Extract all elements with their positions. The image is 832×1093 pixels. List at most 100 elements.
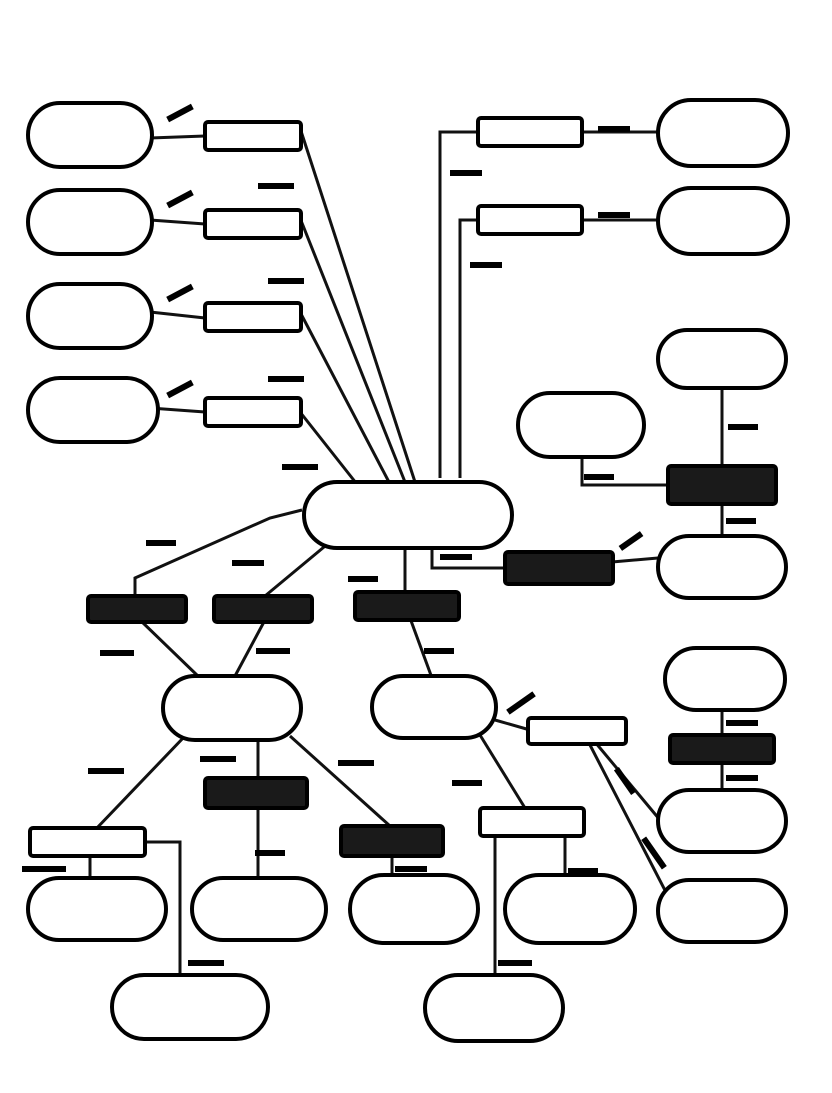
box-node[interactable] (668, 733, 776, 765)
box-node[interactable] (353, 590, 461, 622)
edge (288, 734, 392, 828)
edge-label-mark (258, 183, 294, 189)
box-node[interactable] (203, 301, 303, 333)
box-node[interactable] (476, 116, 584, 148)
edge-label-mark (641, 836, 667, 870)
edge (494, 718, 531, 732)
oval-node[interactable] (26, 282, 154, 350)
edge (611, 556, 659, 564)
edge-label-mark (338, 760, 374, 766)
edge (478, 734, 527, 809)
edge-label-mark (88, 768, 124, 774)
oval-node[interactable] (516, 391, 646, 459)
box-nodes (28, 116, 778, 858)
edge-label-mark (424, 648, 454, 654)
box-node[interactable] (203, 776, 309, 810)
box-node[interactable] (212, 594, 314, 624)
edge (298, 127, 417, 483)
edge (93, 734, 187, 832)
edge-label-mark (200, 756, 236, 762)
edge-label-mark (498, 960, 532, 966)
edge (408, 617, 434, 679)
box-node[interactable] (503, 550, 615, 586)
edge-label-mark (568, 868, 598, 874)
oval-node[interactable] (656, 534, 788, 600)
box-node[interactable] (666, 464, 778, 506)
edge-label-mark (166, 189, 194, 209)
edge-label-mark (506, 691, 536, 715)
edge (264, 540, 331, 598)
edge-label-mark (726, 775, 758, 781)
edge-label-mark (450, 170, 482, 176)
box-node[interactable] (526, 716, 628, 746)
edge-label-mark (268, 278, 304, 284)
oval-node[interactable] (656, 878, 788, 944)
edge (145, 840, 182, 975)
edge-label-mark (282, 464, 318, 470)
box-node[interactable] (203, 208, 303, 240)
oval-node[interactable] (656, 328, 788, 390)
edge-label-mark (166, 379, 194, 399)
box-node[interactable] (28, 826, 147, 858)
edge-label-mark (598, 126, 630, 132)
oval-node[interactable] (656, 788, 788, 854)
edge-label-mark (166, 283, 194, 303)
oval-node[interactable] (161, 674, 303, 742)
edge (149, 134, 206, 140)
edge (588, 744, 672, 901)
oval-node[interactable] (348, 873, 480, 945)
edge (298, 411, 362, 489)
edge-label-mark (470, 262, 502, 268)
edge-label-mark (452, 780, 482, 786)
oval-nodes (26, 98, 790, 1043)
edge (438, 130, 478, 478)
box-node[interactable] (203, 120, 303, 152)
edge (149, 310, 206, 320)
oval-node[interactable] (656, 186, 790, 256)
edge-label-mark (188, 960, 224, 966)
edge (149, 218, 206, 226)
oval-node[interactable] (656, 98, 790, 168)
edge-label-mark (100, 650, 134, 656)
box-node[interactable] (476, 204, 584, 236)
oval-node[interactable] (26, 188, 154, 256)
box-node[interactable] (339, 824, 445, 858)
edge-label-mark (348, 576, 378, 582)
edge (298, 217, 407, 483)
box-node[interactable] (86, 594, 188, 624)
edge-label-mark (726, 518, 756, 524)
edge-label-mark (395, 866, 427, 872)
edge-label-mark (166, 103, 194, 123)
edge-label-mark (728, 424, 758, 430)
edges (88, 127, 724, 975)
oval-node[interactable] (110, 973, 270, 1041)
oval-node[interactable] (26, 876, 168, 942)
hub-node[interactable] (302, 480, 514, 550)
edge (233, 619, 267, 677)
edge-label-mark (268, 376, 304, 382)
edge (580, 455, 668, 487)
oval-node[interactable] (423, 973, 565, 1043)
box-node[interactable] (478, 806, 586, 838)
edge-label-mark (584, 474, 614, 480)
edge-label-mark (440, 554, 472, 560)
box-node[interactable] (203, 396, 303, 428)
oval-node[interactable] (26, 101, 154, 169)
edge-label-mark (256, 648, 290, 654)
edge (430, 545, 505, 570)
edge-label-mark (613, 766, 637, 796)
oval-node[interactable] (190, 876, 328, 942)
oval-node[interactable] (370, 674, 498, 740)
oval-node[interactable] (26, 376, 160, 444)
edge-label-mark (598, 212, 630, 218)
oval-node[interactable] (503, 873, 637, 945)
edge-label-mark (255, 850, 285, 856)
edge (298, 311, 392, 485)
edge-label-mark (22, 866, 66, 872)
edge-label-mark (232, 560, 264, 566)
oval-node[interactable] (663, 646, 787, 712)
edge-label-marks (22, 103, 758, 966)
edge (138, 618, 202, 680)
edge-label-mark (146, 540, 176, 546)
edge-label-mark (726, 720, 758, 726)
